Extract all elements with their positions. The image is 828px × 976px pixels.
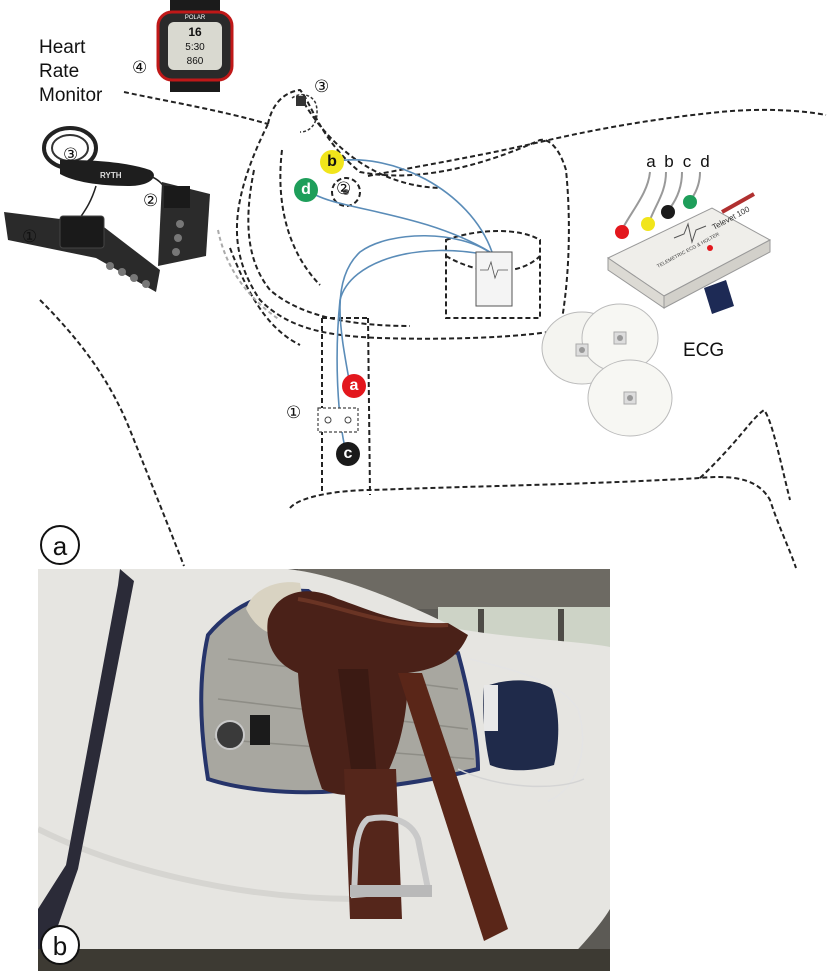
number-one-diagram-label: ① xyxy=(286,403,302,422)
strap-on-saddle xyxy=(291,93,318,133)
watch-line1: 16 xyxy=(188,25,202,39)
lead-clip-red xyxy=(615,225,629,239)
horse-belly-line xyxy=(289,476,797,569)
panel-b-tag: b xyxy=(40,925,80,965)
rein-strap xyxy=(38,569,134,971)
girth xyxy=(344,769,402,919)
electrode-a: a xyxy=(342,374,366,398)
horse-saddle-photo xyxy=(38,569,610,971)
transmitter-kit-image: RYTH xyxy=(4,126,210,292)
polar-watch-image: POLAR 16 5:30 860 xyxy=(156,0,234,92)
lead-clip-green xyxy=(683,195,697,209)
horse-outline-diagram xyxy=(39,88,827,569)
watch-on-pad xyxy=(215,720,245,750)
number-three-diagram-label: ③ xyxy=(314,77,330,96)
lead-letter-d: d xyxy=(700,152,710,171)
watch-line2: 5:30 xyxy=(185,42,205,53)
horse-back-line xyxy=(123,91,269,125)
horse-photo-drawing xyxy=(38,569,610,971)
lead-letter-b: b xyxy=(664,152,674,171)
ecg-pouch xyxy=(483,680,559,771)
panel-a-tag: a xyxy=(40,525,80,565)
ecg-electrode-pads-image xyxy=(541,303,673,437)
long-strap xyxy=(398,673,508,941)
lead-letter-a: a xyxy=(646,152,656,171)
label-rate: Rate xyxy=(39,61,80,82)
lead-clip-yellow xyxy=(641,217,655,231)
heart-rate-monitor-label: Heart Rate Monitor xyxy=(39,36,102,108)
electrode-b: b xyxy=(320,150,344,174)
ecg-device-image: Televet 100 TELEMETRIC ECG & HOLTER xyxy=(607,171,772,314)
number-two-diagram-label: ② xyxy=(336,179,352,198)
label-heart: Heart xyxy=(39,37,86,58)
lead-wire-a xyxy=(339,234,493,386)
electrode-c: c xyxy=(336,442,360,466)
girth-strap xyxy=(321,317,371,496)
number-three-kit-label: ③ xyxy=(63,145,79,164)
horse-chest-line xyxy=(39,299,185,567)
ecg-device-sketch xyxy=(475,251,513,307)
watch-line3: 860 xyxy=(187,56,204,67)
girth-attachment xyxy=(317,407,359,433)
number-two-kit-label: ② xyxy=(143,191,159,210)
lead-wire-c xyxy=(336,249,493,453)
electrode-d: d xyxy=(294,178,318,202)
ecg-label: ECG xyxy=(683,340,725,361)
lead-wire-b xyxy=(331,159,493,253)
lead-clip-black xyxy=(661,205,675,219)
label-monitor: Monitor xyxy=(39,85,103,106)
strap-brand: RYTH xyxy=(100,171,122,180)
lead-wire-d xyxy=(307,189,491,253)
number-four-label: ④ xyxy=(132,58,148,77)
lead-letter-c: c xyxy=(682,152,692,171)
watch-brand: POLAR xyxy=(185,15,206,21)
number-one-kit-label: ① xyxy=(22,227,38,246)
device-pocket xyxy=(445,230,541,319)
